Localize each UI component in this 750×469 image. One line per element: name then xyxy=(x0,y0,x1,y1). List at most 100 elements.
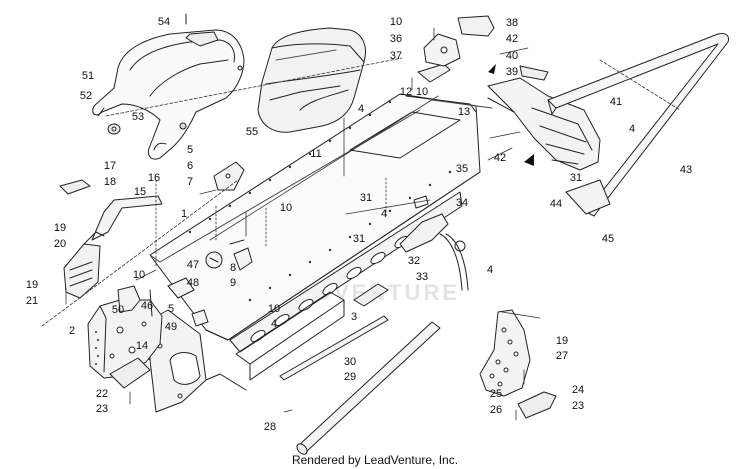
callout-15: 15 xyxy=(134,186,146,198)
clip-49-part xyxy=(191,309,209,327)
callout-27: 27 xyxy=(556,350,568,362)
callout-23: 23 xyxy=(96,403,108,415)
callout-50: 50 xyxy=(112,304,124,316)
callout-41: 41 xyxy=(610,96,622,108)
seat-part xyxy=(92,29,245,160)
callout-45: 45 xyxy=(602,233,614,245)
callout-20: 20 xyxy=(54,238,66,250)
cover-38-part xyxy=(457,15,495,37)
arrow-markers xyxy=(488,64,534,166)
callout-31: 31 xyxy=(570,172,582,184)
callout-54: 54 xyxy=(158,16,170,28)
callout-4: 4 xyxy=(487,264,493,276)
callout-55: 55 xyxy=(246,126,258,138)
callout-40: 40 xyxy=(506,50,518,62)
callout-38: 38 xyxy=(506,17,518,29)
callout-22: 22 xyxy=(96,388,108,400)
callout-14: 14 xyxy=(136,340,148,352)
callout-19: 19 xyxy=(26,279,38,291)
callout-4: 4 xyxy=(381,208,387,220)
callout-18: 18 xyxy=(104,176,116,188)
handle-15-part xyxy=(91,195,163,241)
rear-plate-part xyxy=(405,63,493,113)
footer-credit: Rendered by LeadVenture, Inc. xyxy=(291,453,459,467)
callout-labels: 54 51 52 53 55 10 38 36 37 42 40 39 12 1… xyxy=(26,16,692,433)
callout-53: 53 xyxy=(132,111,144,123)
callout-37: 37 xyxy=(390,50,402,62)
callout-44: 44 xyxy=(550,198,562,210)
callout-23: 23 xyxy=(572,400,584,412)
callout-7: 7 xyxy=(187,176,193,188)
callout-3: 3 xyxy=(351,311,357,323)
pad-22-part xyxy=(109,357,151,389)
callout-2: 2 xyxy=(69,325,75,337)
callout-10: 10 xyxy=(416,86,428,98)
callout-6: 6 xyxy=(187,160,193,172)
wire-46-part xyxy=(117,285,153,317)
callout-13: 13 xyxy=(458,106,470,118)
callout-36: 36 xyxy=(390,33,402,45)
callout-48: 48 xyxy=(187,277,199,289)
callout-5: 5 xyxy=(168,303,174,315)
callout-19: 19 xyxy=(54,222,66,234)
storage-bag-part xyxy=(257,27,366,133)
rod-28-part xyxy=(296,321,441,455)
rear-bumper-part xyxy=(547,33,729,217)
callout-52: 52 xyxy=(80,90,92,102)
bracket-32-part xyxy=(399,195,449,253)
callout-4: 4 xyxy=(358,103,364,115)
callout-12: 12 xyxy=(400,86,412,98)
callout-8: 8 xyxy=(230,262,236,274)
callout-42: 42 xyxy=(494,152,506,164)
callout-42: 42 xyxy=(506,33,518,45)
callout-26: 26 xyxy=(490,404,502,416)
snowflap-part xyxy=(487,65,601,171)
tunnel-part xyxy=(107,93,481,413)
washer-part xyxy=(107,123,121,135)
callout-49: 49 xyxy=(165,321,177,333)
pad-24-part xyxy=(517,391,557,419)
callout-10: 10 xyxy=(268,303,280,315)
strap-33-part xyxy=(439,233,469,291)
callout-21: 21 xyxy=(26,295,38,307)
reference-lines xyxy=(41,27,681,421)
module-48-part xyxy=(167,277,195,299)
callout-46: 46 xyxy=(141,300,153,312)
callout-34: 34 xyxy=(456,197,468,209)
callout-19: 19 xyxy=(556,335,568,347)
bracket-3-part xyxy=(353,283,389,307)
callout-35: 35 xyxy=(456,163,468,175)
callout-28: 28 xyxy=(264,421,276,433)
callout-24: 24 xyxy=(572,384,584,396)
bracket-36-part xyxy=(423,33,461,67)
callout-31: 31 xyxy=(360,192,372,204)
callout-4: 4 xyxy=(629,123,635,135)
callout-31: 31 xyxy=(353,233,365,245)
callout-5: 5 xyxy=(187,144,193,156)
callout-9: 9 xyxy=(230,277,236,289)
callout-43: 43 xyxy=(680,164,692,176)
callout-4: 4 xyxy=(271,318,277,330)
callout-25: 25 xyxy=(490,388,502,400)
strip-30-part xyxy=(279,315,389,381)
callout-10: 10 xyxy=(133,269,145,281)
callout-29: 29 xyxy=(344,371,356,383)
callout-30: 30 xyxy=(344,356,356,368)
callout-32: 32 xyxy=(408,255,420,267)
front-bracket-part xyxy=(87,299,163,379)
gauge-part xyxy=(205,239,253,271)
callout-16: 16 xyxy=(148,172,160,184)
footrest-part xyxy=(479,309,531,397)
bracket-17-part xyxy=(59,179,91,195)
callout-1: 1 xyxy=(181,208,187,220)
callout-47: 47 xyxy=(187,259,199,271)
bumper-bracket-20-part xyxy=(63,231,105,299)
callout-51: 51 xyxy=(82,70,94,82)
callout-10: 10 xyxy=(390,16,402,28)
callout-33: 33 xyxy=(416,271,428,283)
callout-11: 11 xyxy=(310,148,321,160)
bracket-7-part xyxy=(213,161,245,191)
callout-10: 10 xyxy=(280,202,292,214)
